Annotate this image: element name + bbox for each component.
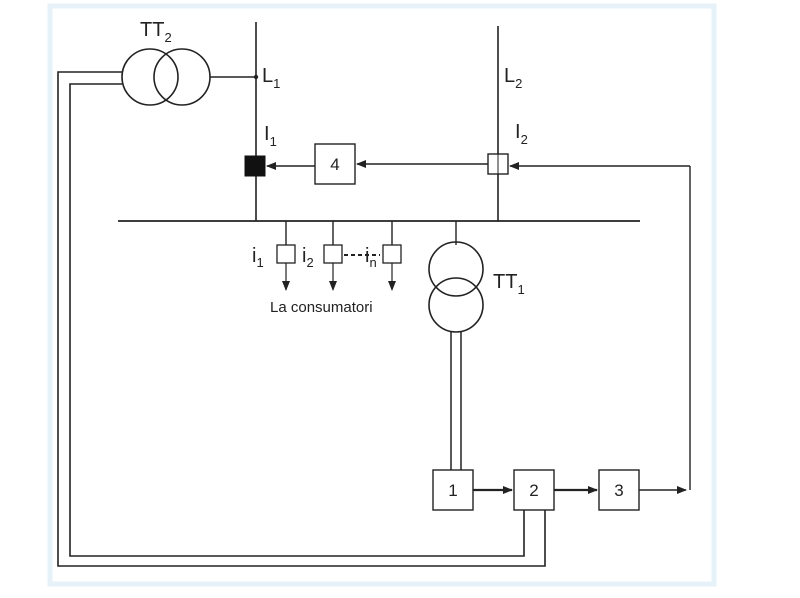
block-3: [598, 469, 640, 511]
transformer-tt2: [121, 48, 211, 106]
i1-feeder-label: i1: [252, 245, 264, 270]
feeder-i1: [276, 221, 296, 291]
transformer-tt1: [428, 241, 484, 333]
block-4-label: 4: [330, 155, 339, 174]
block-3-label: 3: [614, 481, 623, 500]
i2-feeder-label: i2: [302, 245, 314, 270]
block-4: [314, 143, 356, 185]
tt2-label: TT2: [140, 19, 172, 45]
l1-label: L1: [262, 65, 280, 91]
consumers-label: La consumatori: [270, 299, 373, 316]
sensor-i1: [244, 155, 266, 177]
feeder-i2: [323, 221, 343, 291]
i2-upper-label: I2: [515, 121, 528, 147]
feeder-in: [382, 221, 402, 291]
in-feeder-label: in: [365, 245, 377, 270]
block-1-label: 1: [448, 481, 457, 500]
block-2-label: 2: [529, 481, 538, 500]
tt2-lead-inner: [69, 83, 525, 557]
tt2-lead-outer: [57, 71, 546, 567]
l2-label: L2: [504, 65, 522, 91]
i1-upper-label: I1: [264, 123, 277, 149]
frame: [47, 3, 717, 587]
tt1-label: TT1: [493, 271, 525, 297]
